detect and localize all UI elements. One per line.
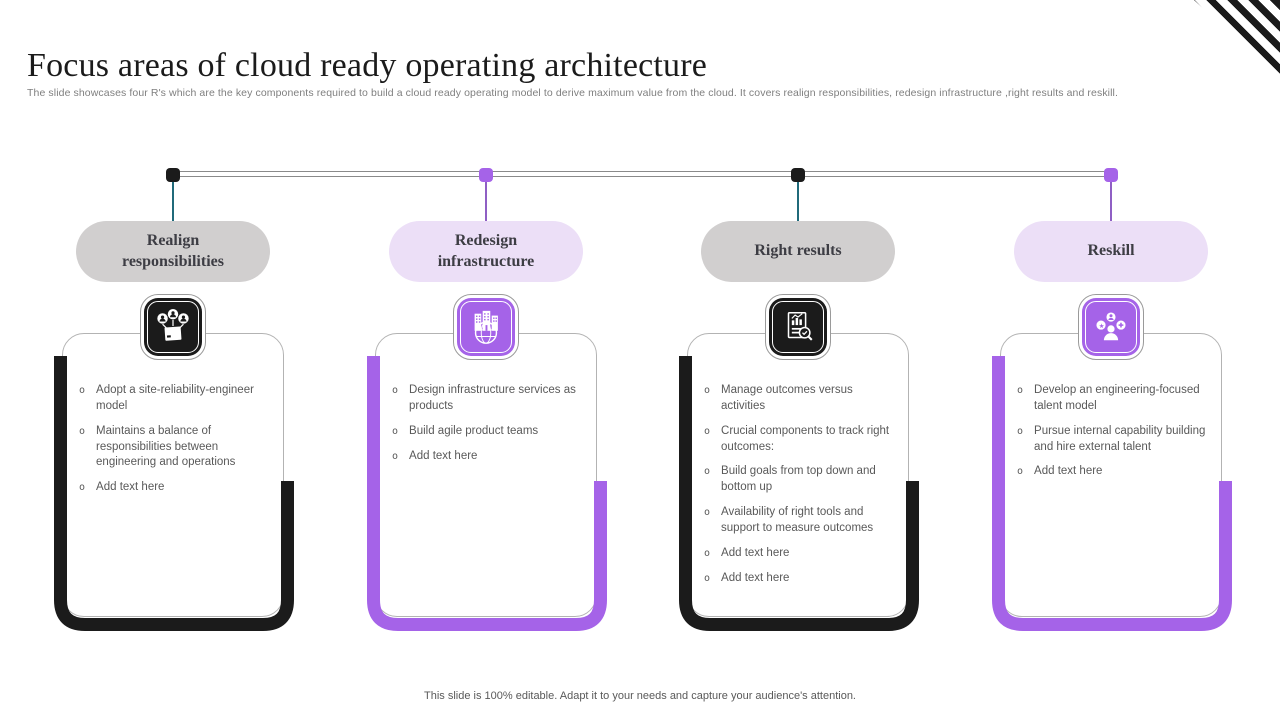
column-title-pill: Realign responsibilities: [76, 221, 270, 282]
column-right-results: Right results: [679, 0, 919, 690]
column-title-pill: Reskill: [1014, 221, 1208, 282]
column-redesign-infrastructure: Redesign infrastructure: [367, 0, 607, 690]
infrastructure-globe-icon: [474, 310, 498, 344]
slide-subtitle: The slide showcases four R's which are t…: [27, 86, 1118, 99]
timeline-marker: [791, 168, 805, 182]
page-title: Focus areas of cloud ready operating arc…: [27, 46, 708, 84]
column-title-pill: Right results: [701, 221, 895, 282]
marker-connector-line: [797, 182, 799, 221]
timeline-marker: [479, 168, 493, 182]
timeline-marker: [166, 168, 180, 182]
icon-tile: [453, 294, 519, 360]
column-realign-responsibilities: Realign responsibilities: [54, 0, 294, 690]
icon-tile: [140, 294, 206, 360]
skills-person-icon: [1096, 312, 1126, 341]
marker-connector-line: [1110, 182, 1112, 221]
marker-connector-line: [172, 182, 174, 221]
column-title-pill: Redesign infrastructure: [389, 221, 583, 282]
icon-tile: [765, 294, 831, 360]
icon-tile: [1078, 294, 1144, 360]
team-structure-icon: [157, 308, 189, 341]
timeline-marker: [1104, 168, 1118, 182]
timeline-line: [172, 171, 1111, 177]
footer-note: This slide is 100% editable. Adapt it to…: [424, 690, 856, 702]
column-reskill: Reskill: [992, 0, 1232, 690]
report-analysis-icon: [787, 311, 813, 341]
marker-connector-line: [485, 182, 487, 221]
